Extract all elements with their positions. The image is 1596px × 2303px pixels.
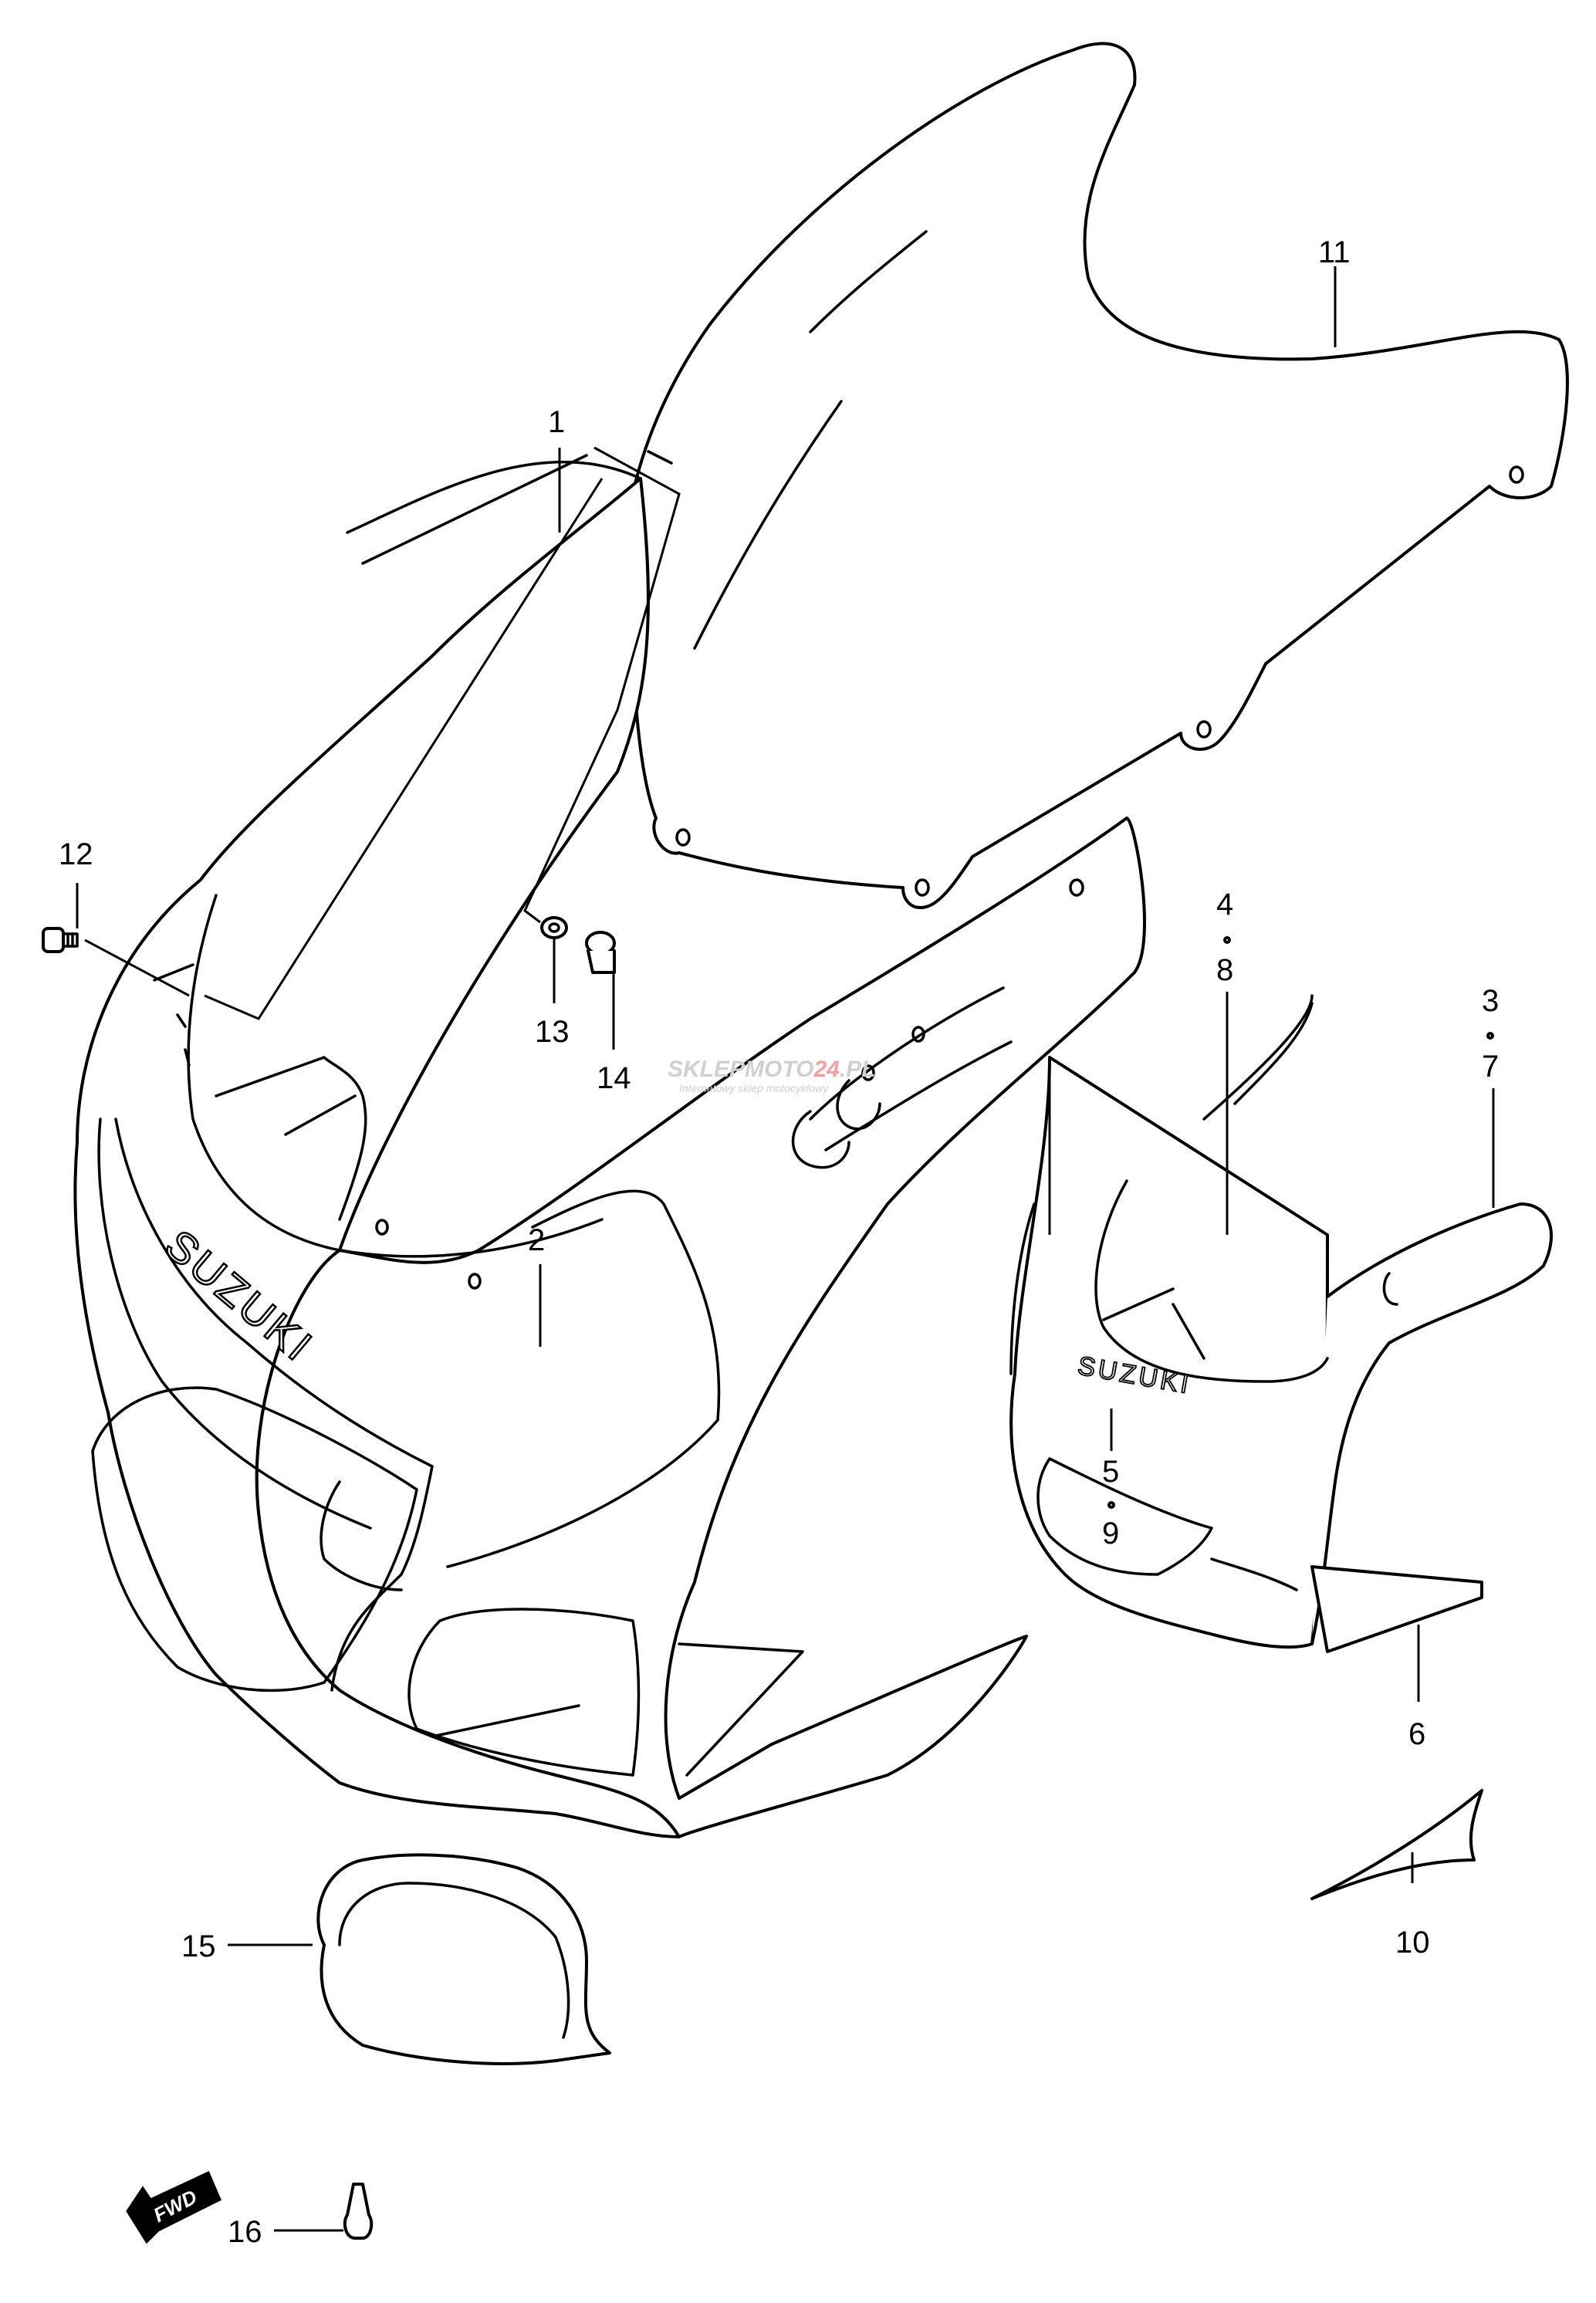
washer-part [540, 916, 568, 939]
callout-3-7-dot [1486, 1032, 1494, 1040]
callout-7: 7 [1482, 1050, 1499, 1084]
callout-4: 4 [1216, 888, 1233, 922]
callout-8: 8 [1216, 953, 1233, 987]
callout-1: 1 [548, 405, 565, 439]
callout-2: 2 [528, 1223, 545, 1257]
callout-6: 6 [1408, 1717, 1425, 1751]
callout-5: 5 [1102, 1455, 1119, 1489]
decal-part [1310, 1789, 1483, 1900]
watermark: SKLEPMOTO24.PL Internetowy sklep motocyk… [668, 1057, 876, 1094]
callout-5-9-dot [1107, 1501, 1115, 1509]
callout-10: 10 [1395, 1926, 1430, 1960]
callout-3: 3 [1482, 984, 1499, 1018]
callout-9: 9 [1102, 1517, 1119, 1551]
svg-text:SKLEPMOTO24.PL: SKLEPMOTO24.PL [668, 1057, 876, 1082]
callout-11: 11 [1318, 235, 1351, 269]
side-fairing-part: SUZUKI [1009, 994, 1553, 1653]
callout-15: 15 [181, 1929, 216, 1963]
clip-part [343, 2183, 374, 2240]
leader-lines [76, 266, 1495, 2232]
screw-part [42, 927, 79, 953]
callout-12: 12 [59, 837, 93, 871]
callout-16: 16 [228, 2215, 262, 2249]
grommet-part [585, 931, 616, 974]
callout-13: 13 [535, 1015, 570, 1049]
callout-4-8-dot [1223, 936, 1231, 944]
callout-labels: 1 2 3 7 4 8 5 9 6 10 11 12 13 14 15 16 [59, 235, 1499, 2249]
watermark-tagline: Internetowy sklep motocyklowy [679, 1082, 829, 1094]
windscreen-part [622, 42, 1569, 909]
callout-14: 14 [597, 1061, 631, 1095]
duct-part [316, 1853, 611, 2065]
frame-lines [204, 446, 1051, 1235]
upper-fairing-part: SUZUKI [73, 454, 1146, 1838]
fwd-arrow-icon: FWD [126, 2170, 221, 2244]
